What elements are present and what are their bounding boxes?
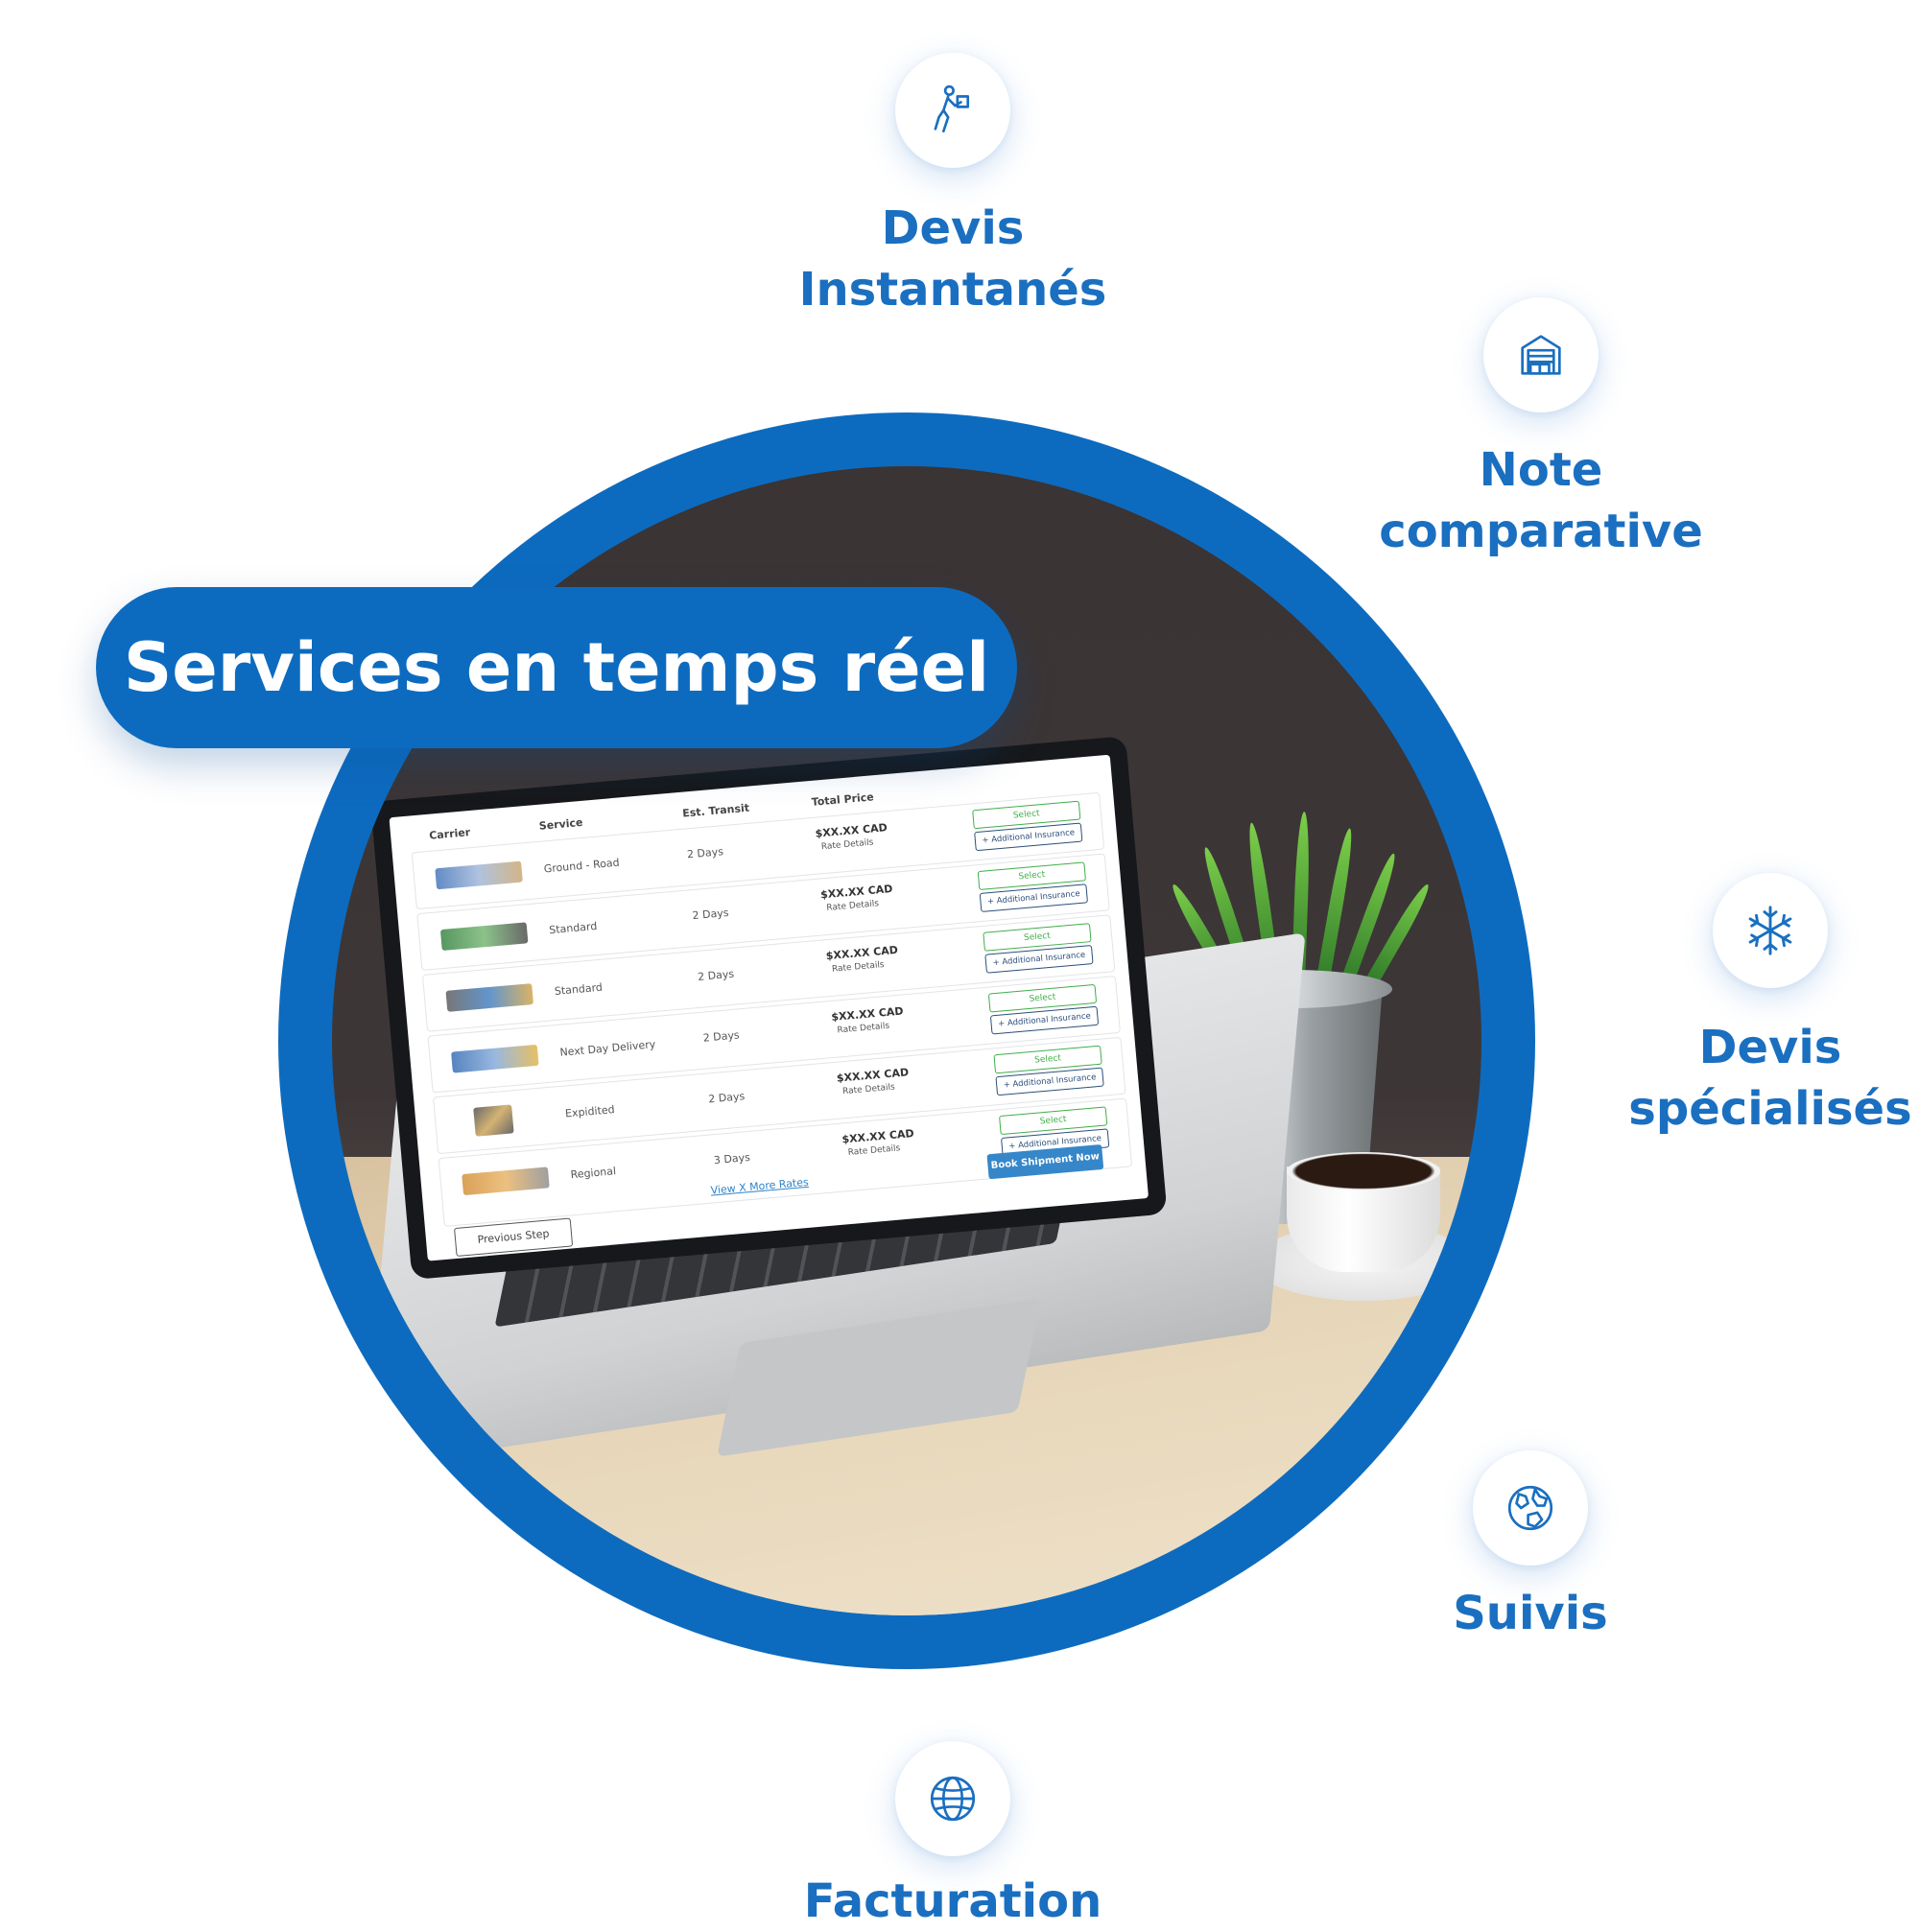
warehouse-icon-circle xyxy=(1483,297,1599,412)
total-price: $XX.XX CAD xyxy=(830,1004,904,1024)
snowflake-icon xyxy=(1748,906,1792,955)
transit-time: 3 Days xyxy=(713,1150,751,1167)
transit-time: 2 Days xyxy=(702,1028,741,1045)
total-price: $XX.XX CAD xyxy=(819,882,893,902)
globe-icon-circle xyxy=(895,1741,1010,1856)
warehouse-icon xyxy=(1521,335,1561,375)
carrier-logo xyxy=(435,860,523,890)
coffee-cup-top xyxy=(1287,1152,1440,1190)
feature-label-facturation: Facturation xyxy=(803,1874,1102,1928)
header-transit[interactable]: Est. Transit xyxy=(681,801,750,820)
rate-details-link[interactable]: Rate Details xyxy=(841,1082,896,1097)
rate-details-link[interactable]: Rate Details xyxy=(837,1021,890,1036)
carrier-logo xyxy=(445,983,534,1012)
service-name: Standard xyxy=(548,919,598,937)
delivery-person-icon xyxy=(934,84,970,133)
rate-details-link[interactable]: Rate Details xyxy=(826,899,880,913)
service-name: Regional xyxy=(570,1165,617,1182)
rate-details-link[interactable]: Rate Details xyxy=(847,1143,901,1158)
earth-icon-circle xyxy=(1473,1450,1588,1566)
delivery-person-icon-circle xyxy=(895,53,1010,168)
feature-label-devis-specialises: Devis spécialisés xyxy=(1628,1021,1912,1136)
header-service[interactable]: Service xyxy=(538,815,583,833)
carrier-logo xyxy=(451,1044,539,1073)
transit-time: 2 Days xyxy=(692,906,729,923)
rate-details-link[interactable]: Rate Details xyxy=(831,959,885,975)
total-price: $XX.XX CAD xyxy=(836,1066,910,1085)
service-name: Expidited xyxy=(564,1103,616,1120)
laptop-screen-bezel: Carrier Service Est. Transit Total Price… xyxy=(370,736,1168,1281)
transit-time: 2 Days xyxy=(686,845,724,861)
total-price: $XX.XX CAD xyxy=(825,943,899,963)
service-name: Next Day Delivery xyxy=(558,1038,656,1059)
laptop-screen: Carrier Service Est. Transit Total Price… xyxy=(389,754,1149,1261)
globe-icon xyxy=(930,1776,976,1822)
services-banner-title: Services en temps réel xyxy=(123,628,990,707)
header-carrier[interactable]: Carrier xyxy=(428,826,471,842)
snowflake-icon-circle xyxy=(1713,873,1828,988)
total-price: $XX.XX CAD xyxy=(815,821,888,840)
service-name: Ground - Road xyxy=(543,856,621,876)
transit-time: 2 Days xyxy=(707,1090,746,1106)
feature-label-note-comparative: Note comparative xyxy=(1379,443,1703,558)
feature-label-devis-instantanes: Devis Instantanés xyxy=(798,201,1107,317)
carrier-logo xyxy=(473,1104,514,1137)
header-price[interactable]: Total Price xyxy=(811,790,875,809)
transit-time: 2 Days xyxy=(697,967,735,983)
rate-details-link[interactable]: Rate Details xyxy=(820,837,874,853)
services-banner: Services en temps réel xyxy=(96,587,1017,748)
earth-icon xyxy=(1507,1485,1553,1531)
carrier-logo xyxy=(462,1166,550,1196)
service-name: Standard xyxy=(554,980,604,998)
total-price: $XX.XX CAD xyxy=(841,1126,915,1146)
carrier-logo xyxy=(439,922,529,952)
